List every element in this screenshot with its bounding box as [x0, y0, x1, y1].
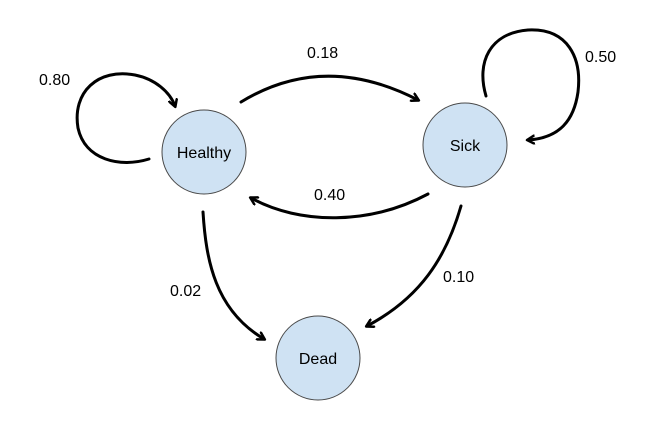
edge-healthy-sick	[239, 74, 418, 104]
edge-label-sick-dead: 0.10	[443, 269, 474, 286]
edge-label-healthy-healthy: 0.80	[39, 72, 70, 89]
state-label-dead: Dead	[299, 351, 337, 368]
state-node-dead: Dead	[275, 315, 361, 401]
edge-healthy-healthy	[75, 72, 175, 164]
edge-label-healthy-dead: 0.02	[170, 283, 201, 300]
state-node-healthy: Healthy	[161, 109, 247, 195]
state-label-healthy: Healthy	[177, 145, 231, 162]
edge-label-sick-sick: 0.50	[585, 49, 616, 66]
states: Healthy Sick Dead	[161, 102, 508, 401]
edge-healthy-dead	[201, 210, 264, 339]
edge-sick-dead	[367, 204, 463, 326]
edge-sick-healthy	[251, 192, 430, 220]
state-node-sick: Sick	[422, 102, 508, 188]
edge-sick-sick	[481, 28, 581, 140]
transition-labels: 0.80 0.18 0.50 0.40 0.02 0.10	[39, 45, 616, 300]
edge-label-healthy-sick: 0.18	[307, 45, 338, 62]
edge-label-sick-healthy: 0.40	[314, 187, 345, 204]
state-label-sick: Sick	[450, 138, 481, 155]
transitions	[75, 28, 581, 339]
